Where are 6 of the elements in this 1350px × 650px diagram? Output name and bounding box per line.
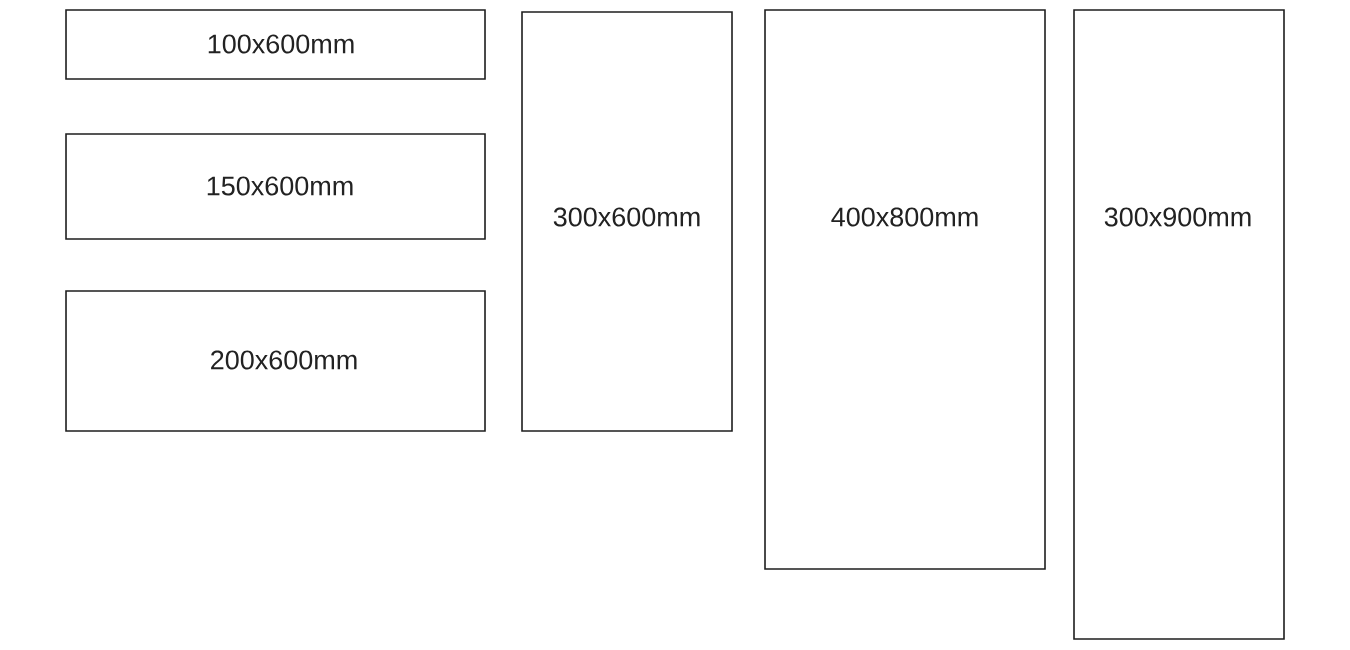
tile-box: 100x600mm (65, 9, 486, 80)
tile-box: 400x800mm (764, 9, 1046, 570)
tile-box: 150x600mm (65, 133, 486, 240)
tile-box: 300x900mm (1073, 9, 1285, 640)
tile-box: 200x600mm (65, 290, 486, 432)
tile-box: 300x600mm (521, 11, 733, 432)
